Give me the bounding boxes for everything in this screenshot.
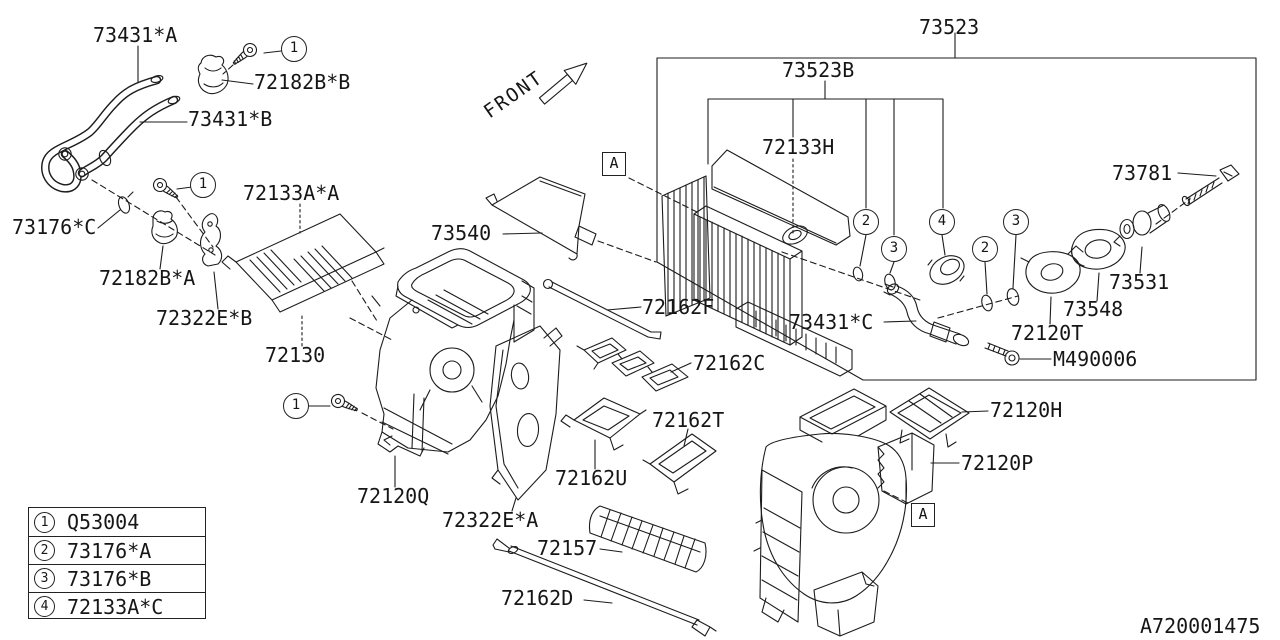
part-number-label: 72322E*A — [442, 508, 539, 532]
part-number-label: M490006 — [1053, 347, 1138, 371]
heater-core — [221, 213, 385, 313]
callout-circle-2: 2 — [972, 236, 998, 262]
part-number-label: 72162U — [555, 466, 628, 490]
part-number-label: 72120Q — [357, 484, 430, 508]
joint-73531 — [1113, 204, 1171, 247]
link-set-72162c — [576, 337, 689, 392]
legend-row: 3 73176*B — [29, 564, 205, 592]
legend-row: 1 Q53004 — [29, 508, 205, 536]
legend-row: 4 72133A*C — [29, 592, 205, 620]
heater-hose-a — [41, 74, 164, 193]
duct-72157 — [588, 505, 707, 573]
legend-part-number: 72133A*C — [67, 594, 164, 619]
part-number-label: 72130 — [265, 343, 326, 367]
gasket-73548 — [1071, 228, 1126, 270]
rod-72162f — [542, 278, 662, 340]
hose-clamp-73176c — [98, 149, 134, 214]
part-number-label: 72120H — [990, 398, 1063, 422]
cover-plate-73540 — [485, 176, 597, 261]
part-number-label: 72133H — [762, 135, 835, 159]
callout-legend-table: 1 Q53004 2 73176*A 3 73176*B 4 72133A*C — [28, 507, 206, 619]
part-number-label: 72162F — [642, 295, 715, 319]
part-number-label: 73431*C — [789, 310, 874, 334]
legend-callout-circle: 4 — [34, 596, 55, 617]
legend-part-number: 73176*B — [67, 566, 152, 591]
bolt-73781 — [1181, 164, 1240, 207]
section-marker-a: A — [911, 503, 935, 527]
part-number-label: 72182B*B — [254, 70, 351, 94]
callout-circle-1: 1 — [281, 36, 307, 62]
part-number-label: 73176*C — [12, 215, 97, 239]
pipe-clamp-72182b-b — [197, 54, 229, 95]
group-box-73523 — [656, 57, 1257, 381]
part-number-label: 73531 — [1109, 270, 1170, 294]
screw-icon — [330, 393, 359, 412]
part-number-label: 72157 — [537, 536, 598, 560]
part-number-label: 73781 — [1112, 161, 1173, 185]
heater-hose-b — [75, 95, 181, 181]
legend-row: 2 73176*A — [29, 536, 205, 564]
part-number-label: 72133A*A — [243, 181, 340, 205]
part-number-label: 72182B*A — [99, 266, 196, 290]
screw-icon — [232, 42, 258, 65]
legend-callout-circle: 1 — [34, 511, 55, 533]
heater-case-72120q — [375, 248, 535, 457]
legend-part-number: Q53004 — [67, 510, 140, 534]
duct-block-72120p — [877, 432, 935, 505]
screw-icon — [152, 177, 179, 199]
part-number-label: 72120T — [1011, 321, 1084, 345]
bolt-m490006 — [984, 342, 1020, 366]
callout-circle-4: 4 — [929, 209, 955, 235]
legend-callout-circle: 3 — [34, 568, 55, 589]
part-number-label: 72120P — [961, 451, 1034, 475]
legend-part-number: 73176*A — [67, 538, 152, 563]
foam-collar-icon — [927, 255, 965, 285]
evaporator-assembly — [661, 149, 853, 377]
part-number-label: 73431*A — [93, 23, 178, 47]
valve-72120t — [1020, 245, 1084, 294]
part-number-label: 72322E*B — [156, 306, 253, 330]
legend-callout-circle: 2 — [34, 540, 55, 561]
seal-frame-72120h — [889, 387, 970, 448]
leader-lines — [91, 32, 1217, 604]
part-number-label: 72162C — [693, 351, 766, 375]
rod-72162d — [492, 538, 717, 637]
part-number-label: 73431*B — [188, 107, 273, 131]
part-number-label: 73523B — [782, 58, 855, 82]
part-number-label: 73548 — [1063, 297, 1124, 321]
pipe-clamp-72182b-a — [151, 210, 178, 245]
bracket-72322e-b — [199, 213, 223, 267]
o-ring-icon — [852, 266, 1020, 312]
section-marker-a: A — [602, 152, 626, 176]
drawing-number: A720001475 — [1140, 614, 1261, 638]
heater-pipe-73431c — [883, 283, 970, 347]
blower-unit — [753, 388, 908, 637]
part-number-label: 73540 — [431, 221, 492, 245]
callout-circle-1: 1 — [190, 172, 216, 198]
bracket-72162u — [560, 397, 647, 451]
side-panel-72322e-a — [489, 325, 563, 501]
callout-circle-1: 1 — [283, 393, 309, 419]
part-number-label: 73523 — [919, 15, 980, 39]
callout-circle-2: 2 — [853, 209, 879, 235]
callout-circle-3: 3 — [881, 236, 907, 262]
part-number-label: 72162D — [501, 586, 574, 610]
frame-72162t — [642, 433, 717, 495]
callout-circle-3: 3 — [1003, 209, 1029, 235]
part-number-label: 72162T — [652, 408, 725, 432]
front-arrow-icon — [538, 62, 588, 105]
